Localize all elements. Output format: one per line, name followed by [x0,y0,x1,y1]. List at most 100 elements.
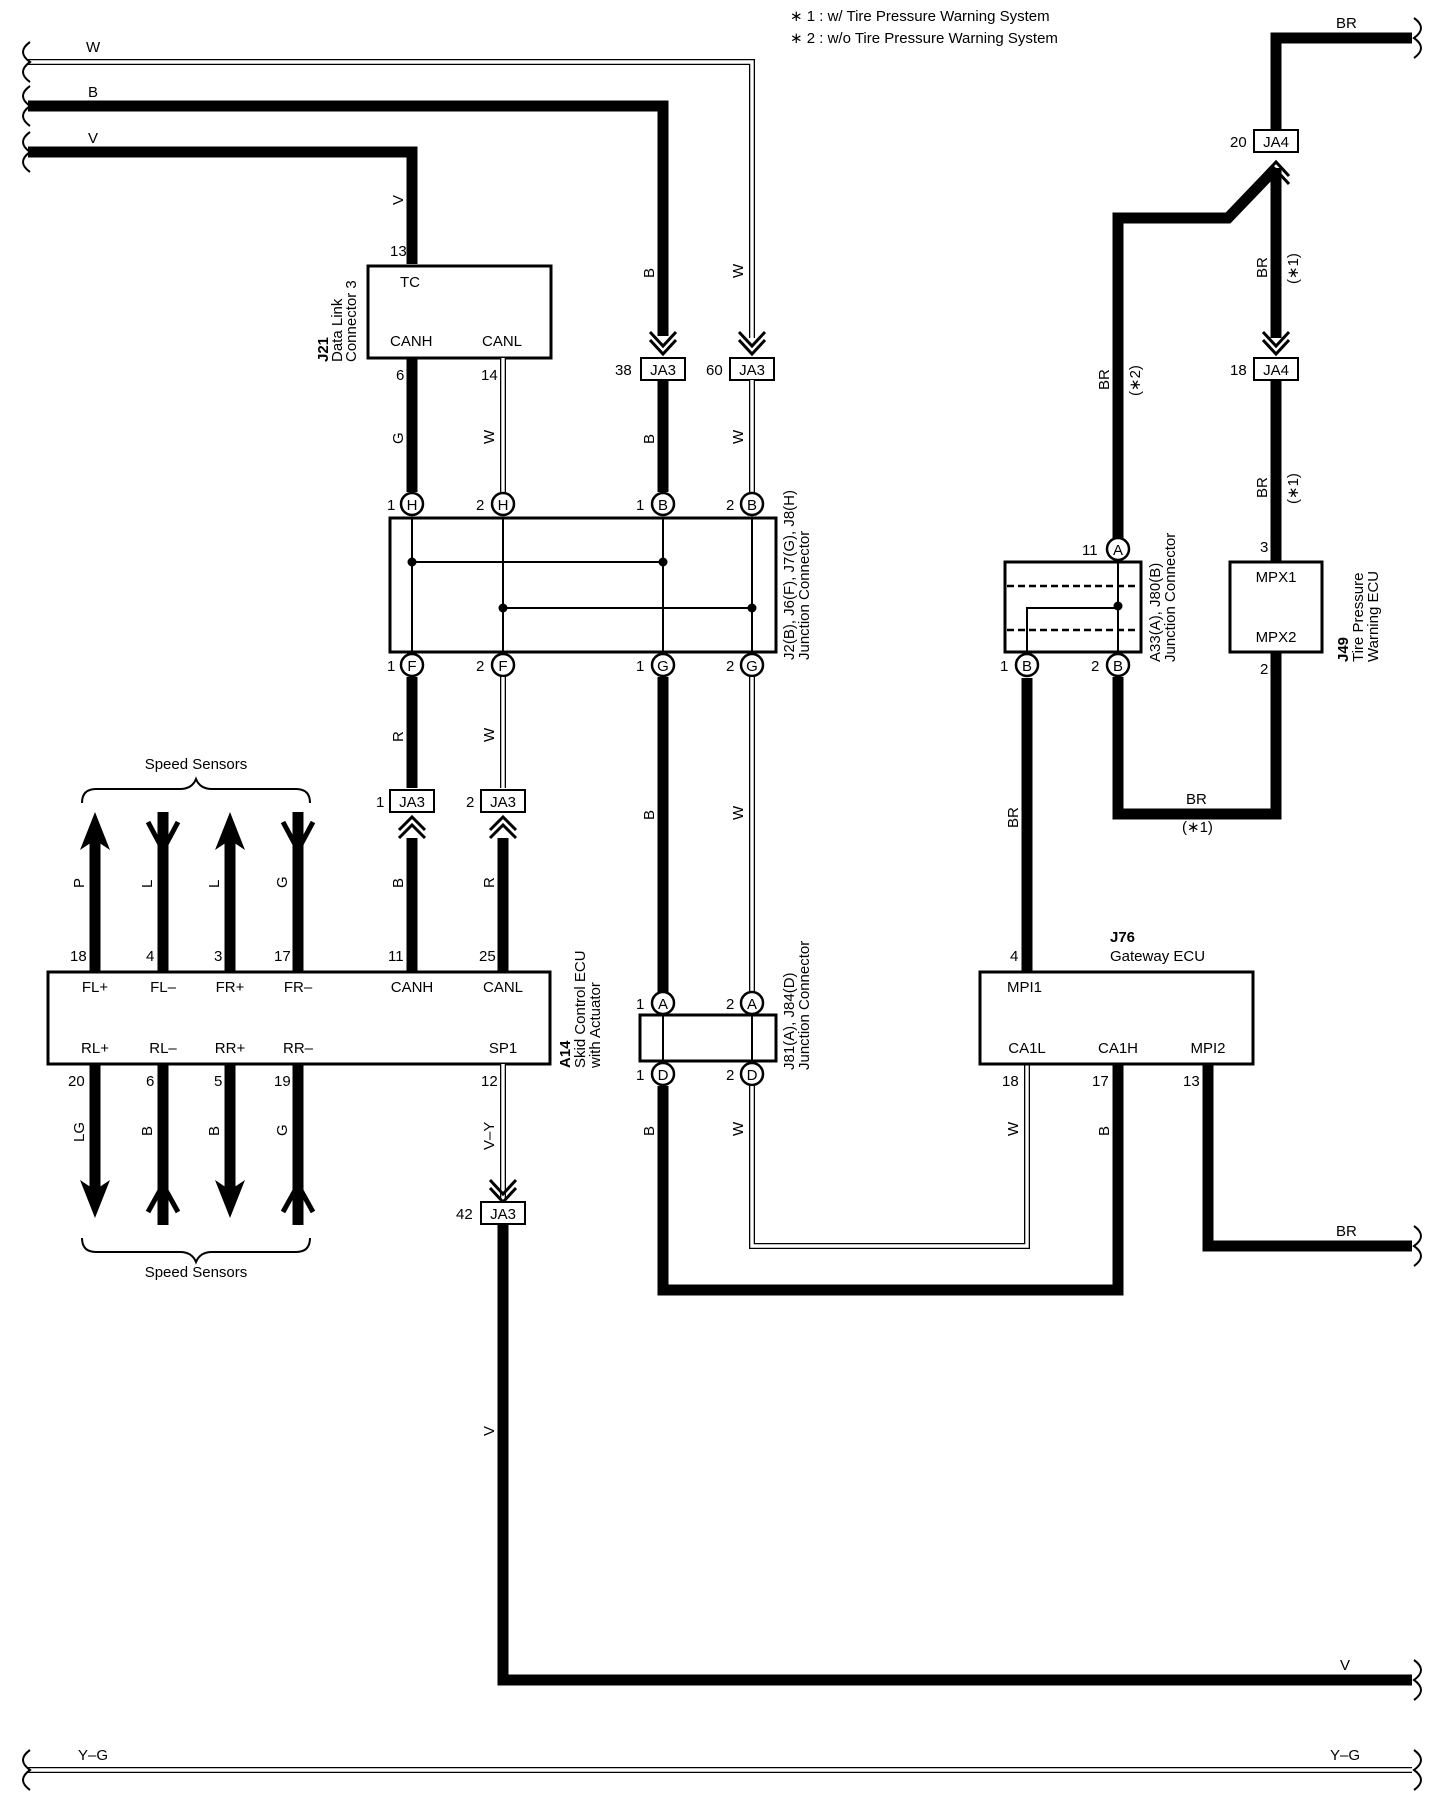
label-w-lower: W [730,1121,747,1136]
label-yg-left: Y–G [78,1747,108,1764]
j21-code: J21 [315,337,332,362]
a14-code: A14 [557,1040,574,1068]
pin-f-1-num: 1 [387,658,395,675]
jc-right-line-2: Junction Connector [1162,533,1179,662]
jc-lower-line-2: Junction Connector [796,941,813,1070]
a14-name-2: with Actuator [587,982,604,1069]
pin-b-1-num: 1 [636,497,644,514]
ja3-42-pin: 42 [456,1206,473,1223]
j76-pin-18: 18 [1002,1073,1019,1090]
j76-name: Gateway ECU [1110,948,1205,965]
label-w-jc: W [481,727,498,742]
ja4-20-arrow [1261,159,1291,186]
pin-b-1-label: B [658,497,668,514]
speed-sensors-bottom: Speed Sensors [145,1264,248,1281]
pin-b-right-2-num: 2 [1091,658,1099,675]
a14-pin-20: 20 [68,1073,85,1090]
j76-mpi1: MPI1 [1007,979,1042,996]
a14-pin-19: 19 [274,1073,291,1090]
sensor-wire-rr-minus [280,1064,316,1225]
label-c1-lower: (∗1) [1182,819,1213,836]
pin-d-1-label: D [658,1067,669,1084]
pin-g-1-label: G [657,658,669,675]
a14-fr-minus: FR– [284,979,313,996]
j21-data-link-connector [366,264,553,360]
pin-a-11-num: 11 [1082,542,1098,559]
pin-b-right-1 [1014,652,1040,678]
pin-h-1 [399,491,425,517]
label-l-2: L [206,880,223,888]
label-lg: LG [71,1122,88,1142]
sensor-wire-fr-minus [280,812,316,972]
label-w-top: W [86,39,101,56]
pin-g-1-num: 1 [636,658,644,675]
label-g-sensor: G [274,876,291,888]
pin-d-1-num: 1 [636,1067,644,1084]
a14-pin-5: 5 [214,1073,222,1090]
wire-b-ca1h [657,1064,1124,1296]
j21-pin-6: 6 [396,367,404,384]
wire-br-top [1270,32,1412,130]
label-br-mpi2: BR [1336,1223,1357,1240]
a14-pin-11: 11 [388,948,404,965]
a14-canl: CANL [483,979,523,996]
label-g-j21: G [390,432,407,444]
ja3-1-label: JA3 [399,794,425,811]
wire-v-top [28,146,418,264]
pin-d-1 [650,1061,676,1087]
jc-lower-line-1: J81(A), J84(D) [781,972,798,1070]
wire-b-top [28,100,669,336]
ja3-42-label: JA3 [490,1206,516,1223]
jc-right-caption: A33(A), J80(B) Junction Connector [1147,533,1179,662]
junction-connector-upper [388,516,778,654]
j49-code: J49 [1335,637,1352,662]
label-b-lower: B [641,1126,658,1136]
label-b-top: B [88,84,98,101]
label-w-ja3-60: W [730,429,747,444]
wire-w-ca1l [749,1064,1030,1249]
pin-a-2 [739,990,765,1016]
ja3-1-pin: 1 [376,794,384,811]
j49-mpx2: MPX2 [1256,629,1297,646]
pin-h-1-label: H [407,497,418,514]
label-w-ca1l: W [1005,1121,1022,1136]
a14-pin-18: 18 [70,948,87,965]
a14-skid-control-ecu [46,970,552,1066]
label-l-1: L [139,880,156,888]
ja3-60-label: JA3 [739,362,765,379]
ja3-38-arrow [648,330,678,357]
speed-sensors-top: Speed Sensors [145,756,248,773]
ja4-20-label: JA4 [1263,134,1289,151]
label-br-mpx1: BR [1254,477,1271,498]
ja3-60-pin: 60 [706,362,723,379]
pin-g-2 [739,652,765,678]
jc-upper-caption: J2(B), J6(F), J7(G), J8(H) Junction Conn… [781,490,813,660]
label-b-canh: B [390,878,407,888]
label-b-rr: B [206,1126,223,1136]
jc-upper-line-2: Junction Connector [796,531,813,660]
j76-pin-13: 13 [1183,1073,1200,1090]
ja4-18-label: JA4 [1263,362,1289,379]
j76-gateway-ecu [978,970,1255,1066]
pin-b-right-1-num: 1 [1000,658,1008,675]
wire-break-w [22,41,32,83]
pin-b-right-2 [1105,652,1131,678]
pin-g-1 [650,652,676,678]
j76-mpi2: MPI2 [1190,1040,1225,1057]
a14-rl-plus: RL+ [81,1040,109,1057]
pin-h-2 [490,491,516,517]
ja3-1-arrow [397,814,427,840]
label-b-mid: B [641,810,658,820]
a14-rr-minus: RR– [283,1040,314,1057]
label-g-rr: G [274,1124,291,1136]
label-br-lower: BR [1186,791,1207,808]
wire-break-yg-right [1412,1749,1422,1791]
a14-name-1: Skid Control ECU [572,950,589,1068]
pin-a-1-label: A [658,996,668,1013]
j76-ca1h: CA1H [1098,1040,1138,1057]
pin-b-right-1-label: B [1022,658,1032,675]
j49-pin-3: 3 [1260,539,1268,556]
j49-name-1: Tire Pressure [1350,573,1367,662]
j21-pin-13: 13 [390,243,407,260]
